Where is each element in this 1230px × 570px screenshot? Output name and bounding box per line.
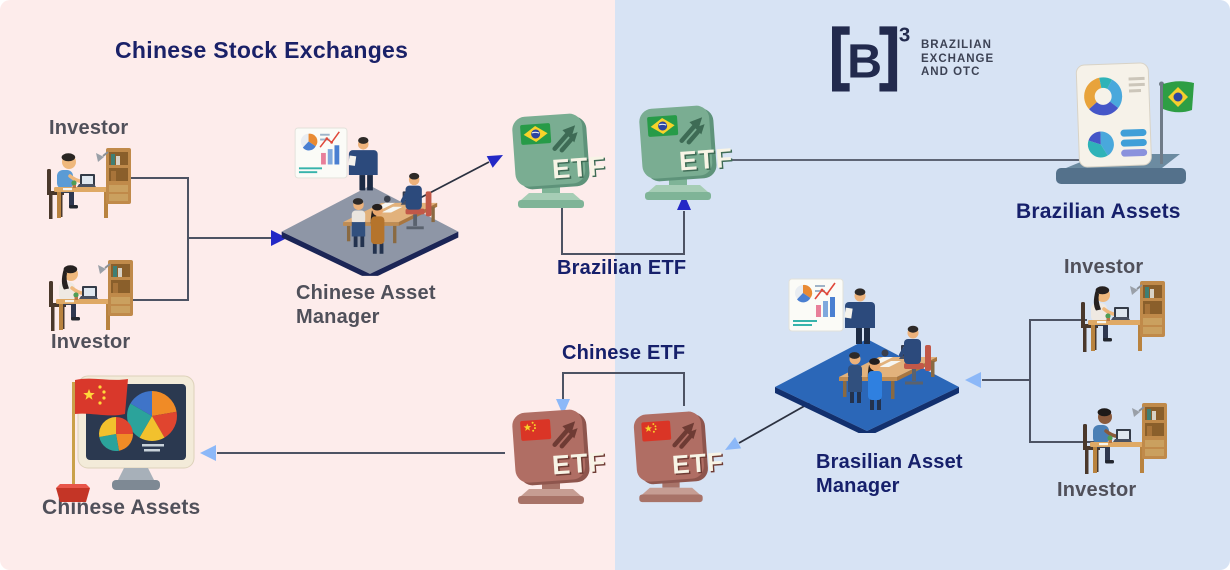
brazil-flag-icon: [1159, 81, 1194, 164]
etf-text: ETF: [551, 151, 607, 185]
b3-letter: B: [847, 35, 882, 89]
label-chinese-asset-manager: Chinese Asset Manager: [296, 282, 436, 329]
investor-right-top-illustration: [1080, 276, 1172, 356]
b3-tagline-line3: AND OTC: [921, 66, 981, 79]
brazilian-etf-sign-right-icon: ETF ETF: [628, 103, 736, 203]
label-investor-right-bottom: Investor: [1057, 479, 1137, 501]
chinese-stock-exchanges-title: Chinese Stock Exchanges: [115, 37, 409, 63]
etf-text-shadow: ETF: [553, 448, 609, 482]
b3-superscript: 3: [899, 23, 910, 46]
chinese-asset-manager-illustration: [274, 124, 466, 276]
etf-text-shadow: ETF: [673, 450, 727, 482]
b3-tagline: BRAZILIAN EXCHANGE AND OTC: [921, 39, 994, 80]
pie-chart-small: [99, 417, 133, 451]
china-flag-icon: [520, 419, 551, 441]
brazilian-assets-illustration: [1056, 62, 1194, 184]
b3-tagline-line2: EXCHANGE: [921, 52, 995, 65]
pie-chart-large: [127, 391, 177, 441]
label-brasilian-asset-manager: Brasilian Asset Manager: [816, 451, 963, 498]
donut-chart: [1084, 77, 1123, 116]
label-investor-left-top: Investor: [49, 117, 129, 139]
chinese-etf-sign-right-icon: ETF ETF: [623, 409, 726, 505]
label-brazilian-etf: Brazilian ETF: [557, 257, 687, 279]
etf-text-shadow: ETF: [680, 144, 736, 178]
label-chinese-etf: Chinese ETF: [562, 342, 686, 364]
b3-logo-icon: B 3: [832, 23, 910, 92]
brasilian-asset-manager-illustration: [767, 275, 967, 433]
investor-left-bottom-illustration: [48, 255, 140, 335]
etf-text: ETF: [551, 447, 607, 481]
pie-chart: [1087, 131, 1114, 158]
label-investor-left-bottom: Investor: [51, 331, 131, 353]
investor-left-top-illustration: [46, 143, 138, 223]
chinese-exchange-zone: [0, 0, 615, 570]
china-flag-icon: [641, 421, 671, 442]
investor-right-bottom-illustration: [1082, 398, 1174, 478]
etf-text-shadow: ETF: [553, 152, 609, 186]
etf-text: ETF: [678, 143, 734, 177]
brazilian-etf-sign-left-icon: ETF ETF: [501, 111, 609, 211]
china-flag-icon: [56, 378, 128, 502]
label-brazilian-assets: Brazilian Assets: [1016, 200, 1181, 223]
brazil-flag-icon: [647, 115, 678, 137]
assets-board: [1075, 62, 1152, 168]
etf-text: ETF: [671, 448, 725, 480]
chinese-assets-illustration: [56, 375, 195, 502]
chinese-etf-sign-left-icon: ETF ETF: [501, 407, 609, 507]
pedestal: [1056, 168, 1186, 184]
label-investor-right-top: Investor: [1064, 256, 1144, 278]
brazil-flag-icon: [520, 123, 551, 145]
monitor-stand: [118, 468, 154, 480]
b3-tagline-line1: BRAZILIAN: [921, 39, 992, 51]
